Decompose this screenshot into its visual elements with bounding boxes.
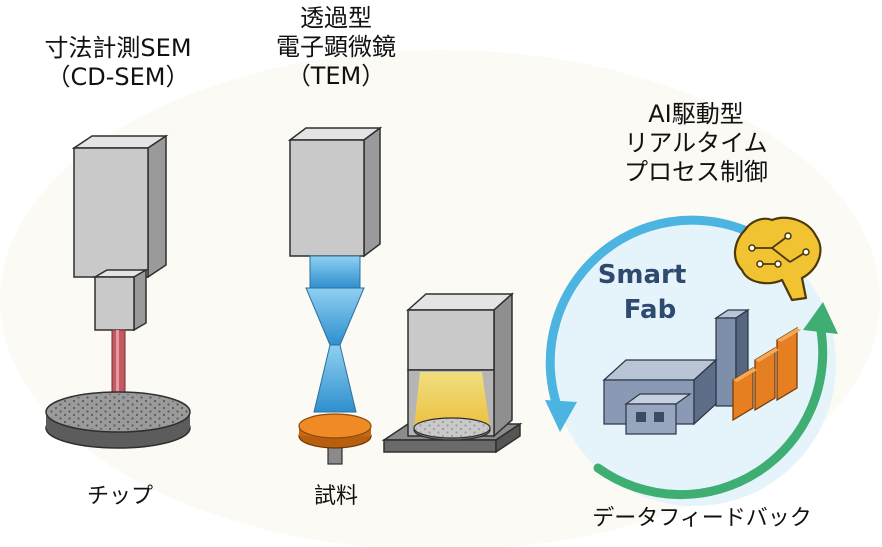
wafer-die-pattern	[48, 394, 188, 430]
cycle-arc-blue	[545, 215, 788, 419]
factory-side	[693, 358, 717, 426]
ai-brain-icon	[733, 216, 822, 302]
cdsem-beam-highlight	[116, 330, 119, 415]
brain-node-3	[802, 248, 810, 256]
feedback-caption: データフィードバック	[592, 506, 812, 531]
cycle-arc-green	[593, 320, 828, 500]
tem-side	[363, 126, 381, 258]
chamber-yellow-glow	[414, 372, 490, 428]
chamber-wafer-pattern	[416, 419, 488, 437]
bar-3	[776, 326, 798, 402]
cdsem-title-line2: （CD-SEM）	[46, 62, 190, 91]
bar-2	[754, 346, 776, 412]
tem-title-line2: 電子顕微鏡	[276, 32, 396, 61]
sample-chamber-icon	[381, 292, 523, 454]
cdsem-title: 寸法計測SEM （CD-SEM）	[8, 34, 228, 92]
sample-disc-icon	[298, 413, 372, 465]
cycle-arrowhead-blue	[545, 400, 577, 432]
factory-window-2	[654, 412, 664, 422]
ai-title-line3: プロセス制御	[624, 157, 768, 186]
chamber-housing-front	[407, 309, 495, 371]
brain-node-2	[784, 232, 792, 240]
chamber-base-front	[383, 439, 497, 453]
brain-node-4	[756, 260, 764, 268]
cdsem-lower-front	[94, 276, 135, 331]
cdsem-upper-side	[147, 134, 167, 279]
sample-caption: 試料	[313, 484, 358, 509]
electron-beam-icon	[305, 255, 365, 413]
brain-node-5	[774, 260, 782, 268]
tem-lens-upper	[309, 255, 361, 289]
tem-column-icon	[287, 126, 383, 258]
factory-window-1	[636, 412, 646, 422]
tem-title: 透過型 電子顕微鏡 （TEM）	[236, 4, 436, 90]
cdsem-lower-side	[133, 268, 147, 332]
brain-circuits	[752, 235, 807, 265]
cdsem-column-icon	[71, 134, 169, 332]
sample-disc-top	[298, 413, 372, 439]
ai-title: AI駆動型 リアルタイム プロセス制御	[586, 100, 806, 186]
ai-title-line2: リアルタイム	[624, 128, 768, 157]
tem-beam-diverge	[313, 344, 357, 413]
factory-annex-front	[625, 403, 677, 435]
chamber-housing-side	[493, 292, 513, 438]
cycle-arrowhead-green	[803, 302, 838, 334]
chamber-base-side	[495, 422, 521, 454]
bar-2-top	[755, 348, 779, 362]
chip-caption: チップ	[86, 484, 153, 509]
cdsem-title-line1: 寸法計測SEM	[44, 34, 192, 62]
tem-title-line3: （TEM）	[286, 61, 386, 90]
tem-title-line1: 透過型	[300, 4, 372, 32]
brain-node-1	[748, 244, 756, 252]
bar-1-top	[733, 368, 757, 382]
tem-front	[289, 139, 365, 257]
brain-shape	[733, 216, 822, 302]
ai-title-line1: AI駆動型	[648, 100, 744, 128]
growth-bars-icon	[732, 326, 801, 422]
wafer-chip-icon	[45, 391, 191, 449]
cdsem-upper-front	[73, 147, 149, 278]
bar-3-top	[777, 328, 801, 342]
smart-fab-line2: Fab	[624, 295, 676, 325]
smart-fab-line1: Smart	[598, 260, 687, 290]
